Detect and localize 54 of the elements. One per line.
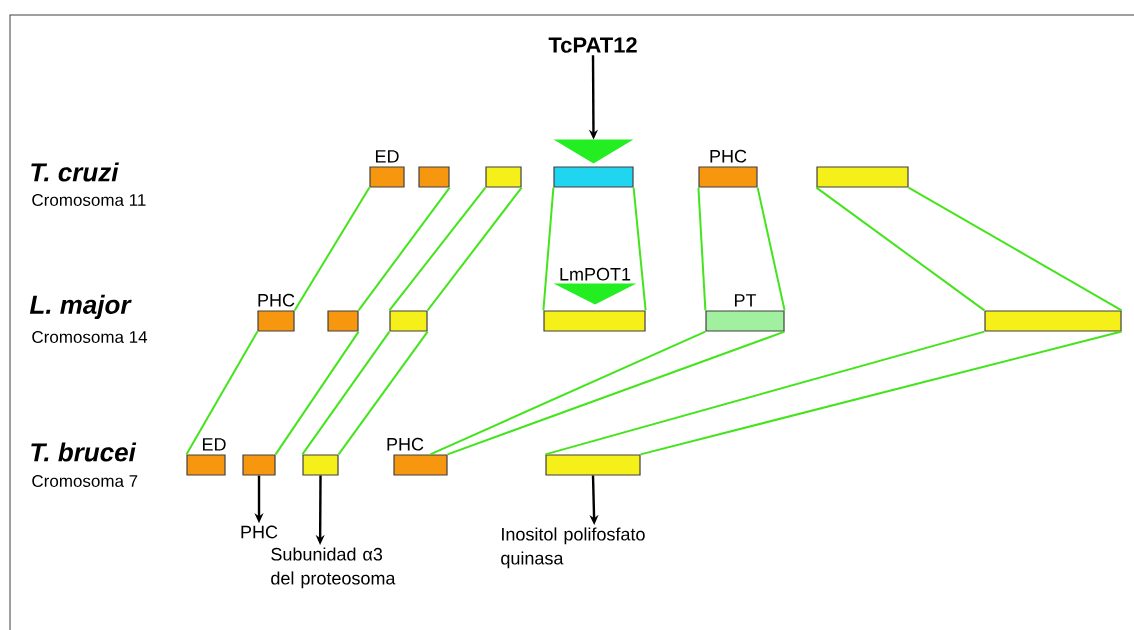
gene-box bbox=[302, 454, 339, 476]
node-label: PHC bbox=[387, 437, 424, 451]
gene-box bbox=[545, 454, 641, 476]
gene-box: ED bbox=[369, 150, 405, 188]
chromosome-label: Cromosoma 14 bbox=[32, 331, 148, 343]
connector-line bbox=[756, 186, 786, 312]
node-label: ED bbox=[375, 150, 399, 163]
connector-line bbox=[301, 330, 391, 456]
chromosome-label: Cromosoma 7 bbox=[32, 475, 138, 487]
gene-box bbox=[485, 166, 522, 188]
connector-line bbox=[274, 330, 360, 456]
gene-box bbox=[389, 310, 428, 332]
connector-line bbox=[337, 330, 429, 456]
node-label: PT bbox=[734, 294, 757, 307]
species-name: T. brucei bbox=[31, 442, 137, 462]
node-label: PHC bbox=[710, 149, 747, 163]
connector-line bbox=[907, 186, 1123, 312]
gene-box: PT bbox=[705, 294, 785, 332]
node-label: ED bbox=[202, 438, 226, 451]
gene-name: PHC bbox=[241, 525, 278, 539]
gene-name: TcPAT12 bbox=[548, 37, 637, 53]
connector-line bbox=[429, 330, 707, 456]
gene-name: Inositol polifosfato quinasa bbox=[501, 527, 645, 569]
species-name: L. major bbox=[29, 294, 132, 320]
gene-box: PHC bbox=[387, 437, 448, 476]
gene-box bbox=[327, 310, 359, 332]
gene-box bbox=[816, 166, 909, 188]
connector-line bbox=[293, 186, 371, 312]
gene-box bbox=[553, 166, 634, 188]
node-label: LmPOT1 bbox=[560, 267, 631, 281]
insertion-triangle bbox=[553, 283, 637, 305]
connector-line bbox=[639, 330, 1123, 456]
gene-box bbox=[984, 310, 1122, 332]
connector-line bbox=[815, 186, 986, 312]
connector-line bbox=[542, 186, 555, 312]
gene-box bbox=[418, 166, 450, 188]
species-name: T. cruzi bbox=[31, 162, 119, 182]
connector-line bbox=[426, 186, 523, 312]
gene-box: LmPOT1 bbox=[543, 267, 646, 332]
node-label: PHC bbox=[258, 293, 295, 307]
gene-box: PHC bbox=[257, 293, 295, 332]
gene-box: ED bbox=[186, 438, 226, 476]
connector-line bbox=[388, 186, 487, 312]
connector-line bbox=[697, 186, 707, 312]
connector-line bbox=[446, 330, 786, 456]
connector-line bbox=[632, 186, 647, 312]
connector-line bbox=[185, 330, 259, 456]
connector-line bbox=[357, 186, 451, 312]
insertion-triangle bbox=[553, 139, 634, 164]
connector-line bbox=[544, 330, 986, 456]
gene-name: Subunidad α3 del proteosoma bbox=[271, 547, 396, 589]
gene-box: PHC bbox=[698, 149, 758, 188]
chromosome-label: Cromosoma 11 bbox=[32, 194, 146, 206]
gene-box bbox=[242, 454, 276, 476]
